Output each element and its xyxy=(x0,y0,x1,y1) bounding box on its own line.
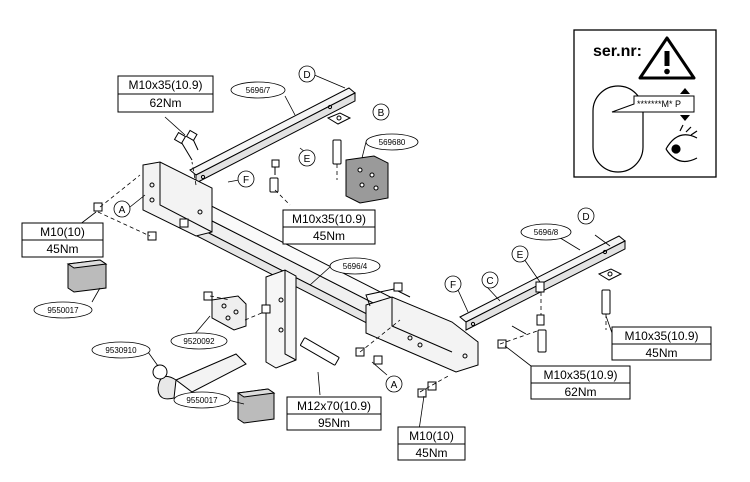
towball-9530910 xyxy=(152,353,247,400)
socket-mount-plate xyxy=(265,269,297,369)
callout-f-right: F xyxy=(444,275,462,293)
left-side-plate xyxy=(142,161,213,237)
spec-box-1-bolt: M10x35(10.9) xyxy=(128,78,202,92)
bracket-5696-7 xyxy=(189,87,356,184)
arrow-up-icon xyxy=(680,115,690,121)
part-label-5696-7: 5696/7 xyxy=(230,81,286,99)
svg-text:569680: 569680 xyxy=(379,138,406,147)
spec-box-6: M12x70(10.9) 95Nm xyxy=(286,396,382,431)
callout-e-right: E xyxy=(511,245,529,263)
callout-b: B xyxy=(372,103,390,121)
svg-text:5696/8: 5696/8 xyxy=(534,228,559,237)
svg-text:9530910: 9530910 xyxy=(105,346,137,355)
svg-text:C: C xyxy=(486,276,493,287)
eye-icon xyxy=(665,124,698,163)
svg-text:5696/4: 5696/4 xyxy=(343,262,368,271)
leader-lines xyxy=(61,73,613,431)
spec-box-3: M10(10) 45Nm xyxy=(21,222,104,258)
spec-box-6-torque: 95Nm xyxy=(318,416,350,430)
spec-box-4: M10x35(10.9) 45Nm xyxy=(611,326,712,361)
svg-text:E: E xyxy=(304,154,311,165)
spec-box-4-bolt: M10x35(10.9) xyxy=(624,329,698,343)
spec-box-6-bolt: M12x70(10.9) xyxy=(297,399,371,413)
spec-box-2-bolt: M10x35(10.9) xyxy=(292,212,366,226)
svg-text:A: A xyxy=(391,380,398,391)
svg-text:D: D xyxy=(303,70,310,81)
svg-text:9520092: 9520092 xyxy=(183,337,215,346)
svg-text:F: F xyxy=(450,280,456,291)
callout-a-left: A xyxy=(113,200,131,218)
callout-d-right: D xyxy=(577,207,595,225)
callout-c: C xyxy=(481,271,499,289)
bracket-5696-8 xyxy=(459,235,626,331)
svg-text:A: A xyxy=(119,205,126,216)
part-label-569680: 569680 xyxy=(365,133,419,151)
spec-box-7-torque: 45Nm xyxy=(415,446,447,460)
right-side-plate xyxy=(365,288,479,373)
callout-d-left: D xyxy=(298,65,316,83)
spec-box-2: M10x35(10.9) 45Nm xyxy=(282,209,376,245)
part-label-9550017-right: 9550017 xyxy=(173,391,231,409)
spec-box-7-bolt: M10(10) xyxy=(409,429,454,443)
svg-text:F: F xyxy=(243,175,249,186)
part-label-9520092: 9520092 xyxy=(170,332,228,350)
svg-text:B: B xyxy=(378,108,385,119)
callout-f-left: F xyxy=(237,170,255,188)
part-label-9550017-left: 9550017 xyxy=(33,301,93,319)
vin-plate-text: *******M* P xyxy=(637,99,681,109)
spec-box-2-torque: 45Nm xyxy=(313,229,345,243)
svg-text:5696/7: 5696/7 xyxy=(246,86,271,95)
spec-box-7: M10(10) 45Nm xyxy=(397,426,466,461)
part-label-5696-8: 5696/8 xyxy=(520,223,572,241)
spec-box-3-torque: 45Nm xyxy=(46,242,78,256)
bracket-569680 xyxy=(345,155,389,204)
callout-a-right: A xyxy=(385,375,403,393)
svg-text:9550017: 9550017 xyxy=(47,306,79,315)
spec-box-5-bolt: M10x35(10.9) xyxy=(543,368,617,382)
spacer-block-9550017-right xyxy=(236,388,276,424)
arrow-down-icon xyxy=(680,88,690,94)
spec-box-5: M10x35(10.9) 62Nm xyxy=(530,365,631,400)
warning-box: ser.nr: *******M* P xyxy=(573,29,717,178)
spacer-block-9550017-left xyxy=(66,259,108,293)
spec-box-3-bolt: M10(10) xyxy=(40,225,85,239)
warning-triangle-icon xyxy=(638,36,696,80)
part-label-9530910: 9530910 xyxy=(91,341,151,359)
letter-callouts: D B E F A D E C F A xyxy=(113,65,595,393)
part-label-5696-4: 5696/4 xyxy=(329,257,381,275)
callout-e-left: E xyxy=(298,149,316,167)
spec-box-1-torque: 62Nm xyxy=(149,96,181,110)
spec-box-5-torque: 62Nm xyxy=(564,385,596,399)
svg-text:9550017: 9550017 xyxy=(186,396,218,405)
socket-bracket-9520092 xyxy=(211,295,247,331)
warning-title: ser.nr: xyxy=(593,43,642,60)
svg-text:D: D xyxy=(582,212,589,223)
assembly-lines xyxy=(97,161,607,393)
spec-box-4-torque: 45Nm xyxy=(645,346,677,360)
svg-text:E: E xyxy=(517,250,524,261)
spec-box-1: M10x35(10.9) 62Nm xyxy=(117,75,214,113)
